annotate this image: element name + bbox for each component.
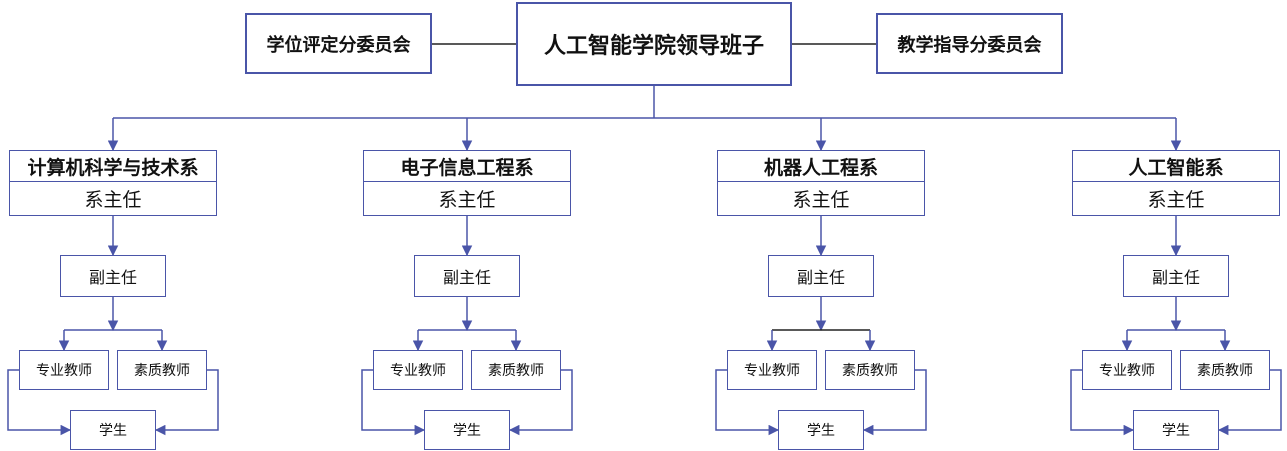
general-teacher-box: 素质教师 <box>1180 350 1270 390</box>
department-box: 机器人工程系系主任 <box>717 150 925 216</box>
department-name: 机器人工程系 <box>718 151 924 182</box>
deputy-head-box: 副主任 <box>414 255 520 297</box>
right-committee-box: 教学指导分委员会 <box>876 13 1063 74</box>
professional-teacher-box: 专业教师 <box>1082 350 1172 390</box>
left-committee-box: 学位评定分委员会 <box>245 13 432 74</box>
leadership-box: 人工智能学院领导班子 <box>516 2 792 86</box>
general-teacher-label: 素质教师 <box>134 363 190 379</box>
deputy-head-label: 副主任 <box>88 268 137 287</box>
department-head: 系主任 <box>792 189 850 211</box>
left-committee-label: 学位评定分委员会 <box>266 34 411 56</box>
student-label: 学生 <box>807 423 835 439</box>
arrow-general-to-student <box>508 369 573 436</box>
general-teacher-label: 素质教师 <box>842 363 898 379</box>
general-teacher-label: 素质教师 <box>1197 363 1253 379</box>
deputy-head-label: 副主任 <box>796 268 845 287</box>
right-committee-label: 教学指导分委员会 <box>897 34 1042 56</box>
department-name: 电子信息工程系 <box>364 151 570 182</box>
professional-teacher-label: 专业教师 <box>390 363 446 379</box>
professional-teacher-label: 专业教师 <box>744 363 800 379</box>
arrow-professional-to-student <box>7 369 72 436</box>
general-teacher-box: 素质教师 <box>117 350 207 390</box>
deputy-head-box: 副主任 <box>1123 255 1229 297</box>
student-box: 学生 <box>70 410 156 450</box>
professional-teacher-box: 专业教师 <box>19 350 109 390</box>
deputy-head-label: 副主任 <box>442 268 491 287</box>
student-box: 学生 <box>424 410 510 450</box>
deputy-head-box: 副主任 <box>768 255 874 297</box>
general-teacher-box: 素质教师 <box>825 350 915 390</box>
student-box: 学生 <box>1133 410 1219 450</box>
department-name: 人工智能系 <box>1073 151 1279 182</box>
general-teacher-label: 素质教师 <box>488 363 544 379</box>
department-head: 系主任 <box>1147 189 1205 211</box>
student-box: 学生 <box>778 410 864 450</box>
department-box: 人工智能系系主任 <box>1072 150 1280 216</box>
professional-teacher-label: 专业教师 <box>36 363 92 379</box>
student-label: 学生 <box>1162 423 1190 439</box>
professional-teacher-box: 专业教师 <box>373 350 463 390</box>
department-box: 电子信息工程系系主任 <box>363 150 571 216</box>
deputy-head-box: 副主任 <box>60 255 166 297</box>
arrow-general-to-student <box>862 369 927 436</box>
department-name: 计算机科学与技术系 <box>10 151 216 182</box>
arrow-general-to-student <box>1217 369 1282 436</box>
general-teacher-box: 素质教师 <box>471 350 561 390</box>
arrow-professional-to-student <box>1070 369 1135 436</box>
department-head: 系主任 <box>438 189 496 211</box>
student-label: 学生 <box>99 423 127 439</box>
department-head: 系主任 <box>84 189 142 211</box>
student-label: 学生 <box>453 423 481 439</box>
deputy-head-label: 副主任 <box>1151 268 1200 287</box>
arrow-professional-to-student <box>715 369 780 436</box>
professional-teacher-box: 专业教师 <box>727 350 817 390</box>
arrow-general-to-student <box>154 369 219 436</box>
professional-teacher-label: 专业教师 <box>1099 363 1155 379</box>
leadership-title: 人工智能学院领导班子 <box>543 34 764 59</box>
arrow-professional-to-student <box>361 369 426 436</box>
department-box: 计算机科学与技术系系主任 <box>9 150 217 216</box>
